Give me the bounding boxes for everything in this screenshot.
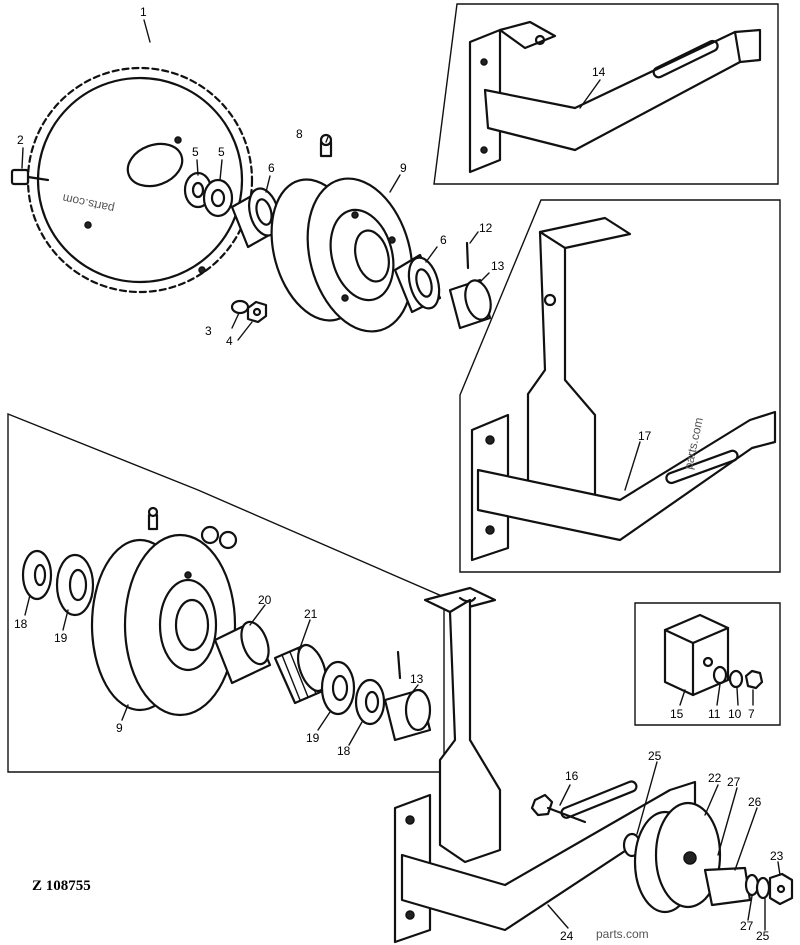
nut-7 [744, 669, 764, 690]
pulley-9-bottom [90, 533, 237, 717]
spacer-13-top [448, 278, 492, 330]
pulley-9-top [270, 177, 414, 333]
grease-fitting-8 [319, 133, 333, 158]
callout-18b: 18 [337, 744, 351, 758]
watermark-3: parts.com [596, 927, 649, 941]
callout-27a: 27 [727, 775, 741, 789]
callout-6b: 6 [440, 233, 447, 247]
callout-13a: 13 [491, 259, 505, 273]
bearing-19a [55, 553, 95, 617]
bolt-16 [530, 793, 587, 824]
callout-17: 17 [638, 429, 652, 443]
bearing-19b [320, 660, 356, 716]
washer-18a [21, 549, 53, 601]
bolt-2 [10, 168, 50, 186]
bearing-6b [393, 253, 442, 314]
figure-code: Z 108755 [32, 878, 91, 894]
idler-wheel-22 [633, 801, 722, 914]
callout-15: 15 [670, 707, 684, 721]
callout-10: 10 [728, 707, 742, 721]
washer-5b [202, 178, 234, 218]
panel-bracket-14 [433, 3, 779, 185]
callout-20: 20 [258, 593, 272, 607]
callout-5a: 5 [192, 145, 199, 159]
callout-18a: 18 [14, 617, 28, 631]
shaft-26 [703, 866, 752, 907]
callout-25b: 25 [756, 929, 770, 943]
pin-detail-a [200, 525, 220, 545]
callout-16: 16 [565, 769, 579, 783]
callout-24: 24 [560, 929, 574, 943]
callout-2: 2 [17, 133, 24, 147]
bracket-24 [393, 586, 697, 944]
callout-25a: 25 [648, 749, 662, 763]
callout-21: 21 [304, 607, 318, 621]
bracket-17 [470, 216, 777, 562]
callout-1: 1 [140, 5, 147, 19]
callout-27b: 27 [740, 919, 754, 933]
callout-7: 7 [748, 707, 755, 721]
callout-9b: 9 [116, 721, 123, 735]
callout-11: 11 [708, 707, 721, 721]
callout-23: 23 [770, 849, 784, 863]
pin-12 [465, 241, 470, 270]
leader-lines [21, 19, 781, 931]
nut-4 [246, 300, 268, 324]
pin-detail-b [218, 530, 238, 550]
panel-bracket-17 [459, 199, 781, 573]
sleeve-20 [213, 620, 272, 685]
washer-11 [712, 665, 728, 685]
callout-13b: 13 [410, 672, 424, 686]
callout-5b: 5 [218, 145, 225, 159]
washer-27b [755, 876, 771, 900]
callout-9a: 9 [400, 161, 407, 175]
callout-6a: 6 [268, 161, 275, 175]
callout-14: 14 [592, 65, 606, 79]
roller-bearing-21 [273, 643, 328, 705]
bracket-14 [468, 20, 762, 174]
panel-pulley-assembly [7, 412, 445, 773]
washer-3 [230, 299, 250, 315]
callout-22: 22 [708, 771, 722, 785]
watermark-1: parts.com [61, 191, 115, 216]
callout-26: 26 [748, 795, 762, 809]
pin-bottom [396, 650, 402, 680]
callout-19b: 19 [306, 731, 320, 745]
spacer-13-bottom [383, 688, 432, 742]
block-15 [663, 613, 730, 697]
callout-8: 8 [296, 127, 303, 141]
washer-10 [728, 669, 744, 689]
panel-block-15 [634, 602, 781, 726]
washer-18b [354, 678, 386, 726]
callout-4: 4 [226, 334, 233, 348]
callout-19a: 19 [54, 631, 68, 645]
nut-23 [768, 872, 794, 906]
callout-3: 3 [205, 324, 212, 338]
grease-fitting-bottom [147, 506, 159, 531]
callout-12: 12 [479, 221, 493, 235]
